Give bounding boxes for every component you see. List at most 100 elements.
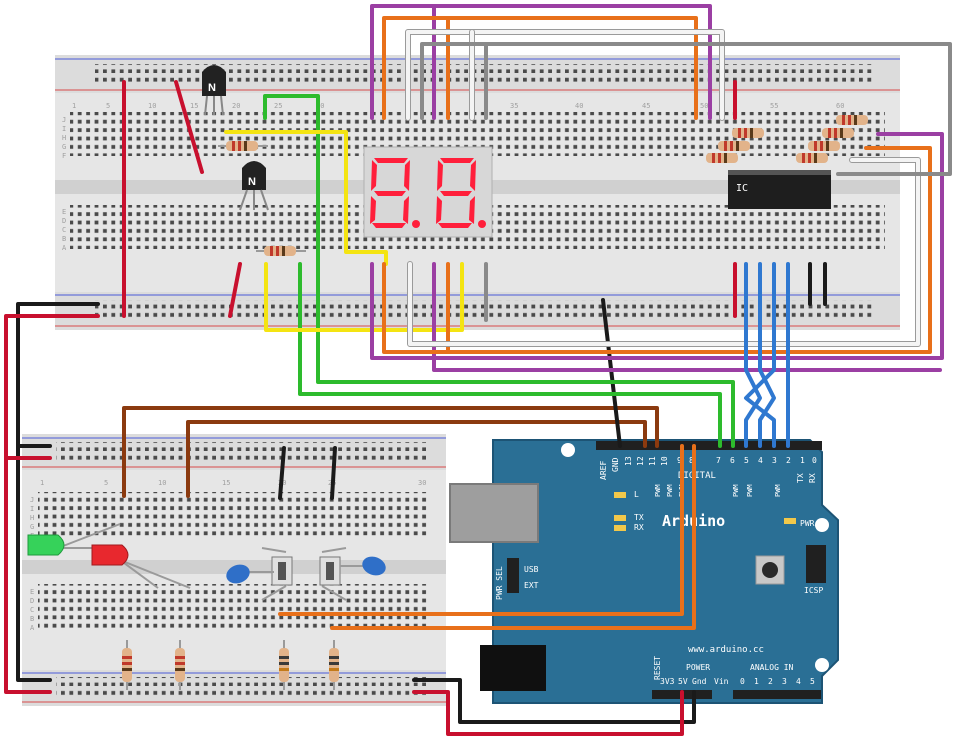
resistor [279,640,289,690]
col-num: 10 [158,479,166,487]
wire-red [228,262,242,318]
col-num: 10 [148,102,156,110]
pin-label: 6 [730,456,735,465]
rx-label: RX [634,523,644,532]
row-letter-f: F [62,152,66,160]
wire-white [408,158,920,346]
mount-hole [815,658,829,672]
col-num: 5 [104,479,108,487]
pin-label: 4 [796,677,801,686]
wire-blue [758,262,776,448]
pin-label: 13 [624,456,633,466]
ext-label: EXT [524,581,539,590]
wire-black [412,678,696,724]
column-numbers-top: 1 5 10 15 20 25 30 35 40 45 50 55 60 [72,102,844,110]
row-letter-g: G [30,523,34,531]
col-num: 1 [40,479,44,487]
digit-right [436,158,486,228]
reset-button-cap [762,562,778,578]
col-num: 30 [316,102,324,110]
reset-label: RESET [653,656,662,680]
pin-label: Vin [714,677,729,686]
resistor [718,141,750,151]
digital-label: DIGITAL [678,471,716,481]
usb-label: USB [524,565,539,574]
power-pin-labels: 3V3 5V Gnd Vin [660,677,729,686]
pwr-label: PWR [800,519,815,528]
pin-label: 3 [782,677,787,686]
pin-label: 4 [758,456,763,465]
wire-white [406,30,724,120]
pin-label: 1 [800,456,805,465]
icsp-label: ICSP [804,586,823,595]
analog-label: ANALOG IN [750,663,794,672]
pwr-sel-jumper [507,558,519,593]
pin-label: 5 [810,677,815,686]
col-num: 25 [274,102,282,110]
wire-red [412,690,684,736]
pin-label: 0 [740,677,745,686]
col-num: 15 [190,102,198,110]
resistor-bank-right [796,115,868,163]
pin-label: 0 [812,456,817,465]
row-letter-b: B [62,235,66,243]
pwm-label: PWM [746,484,754,497]
pwm-label: PWM [774,484,782,497]
pin-label: 8 [689,456,694,465]
shift-register-ic: IC [728,170,831,209]
pwm-label: PWM [732,484,740,497]
transistor-1: N [202,65,226,116]
mount-hole [561,443,575,457]
row-letter-d: D [62,217,66,225]
arduino-board: Arduino www.arduino.cc DIGITAL L TX RX P… [449,439,839,704]
pin-label: 5 [744,456,749,465]
wire-purple [370,132,944,360]
pin-label: AREF [599,461,608,480]
transistor-2: N [239,161,269,211]
wire-red [4,314,100,694]
analog-pin-labels: 0 1 2 3 4 5 [740,677,815,686]
resistor [796,153,828,163]
resistor [329,640,339,690]
led-tx [614,515,626,521]
row-letter-j: J [62,116,66,124]
pushbutton-2[interactable] [319,547,347,601]
wire-green [263,94,735,448]
col-num: 55 [770,102,778,110]
capacitor [340,556,386,576]
row-letter-h: H [30,514,34,522]
pwm-label: PWM [666,484,674,497]
row-letter-g: G [62,143,66,151]
pushbutton-1[interactable] [261,547,293,601]
pin-label: 10 [660,456,669,466]
pin-label: Gnd [692,677,707,686]
row-letter-i: I [62,125,66,133]
pwr-sel-label: PWR SEL [495,566,504,600]
capacitor [226,564,274,584]
wire-black [278,446,286,500]
wire-gray [420,42,952,176]
row-letter-b: B [30,615,34,623]
seven-segment-display [363,146,493,238]
mount-hole [815,518,829,532]
wire-orange [382,16,698,120]
power-jack [480,645,546,691]
pin-label: 3 [772,456,777,465]
row-letter-c: C [30,606,34,614]
row-letter-d: D [30,597,34,605]
col-num: 15 [222,479,230,487]
col-num: 1 [72,102,76,110]
transistor-1-label: N [208,82,216,94]
l-label: L [634,490,639,499]
resistor [706,153,738,163]
wire-blue [744,262,776,448]
row-letter-i: I [30,505,34,513]
wire-black [330,446,337,500]
pin-label: 1 [754,677,759,686]
digital-pin-labels: AREF GND 13 12 11 10 9 8 7 6 5 4 3 2 1 0… [599,456,817,497]
wires [4,4,952,736]
led-red [91,544,191,589]
row-letter-a: A [62,244,67,252]
led-rx [614,525,626,531]
